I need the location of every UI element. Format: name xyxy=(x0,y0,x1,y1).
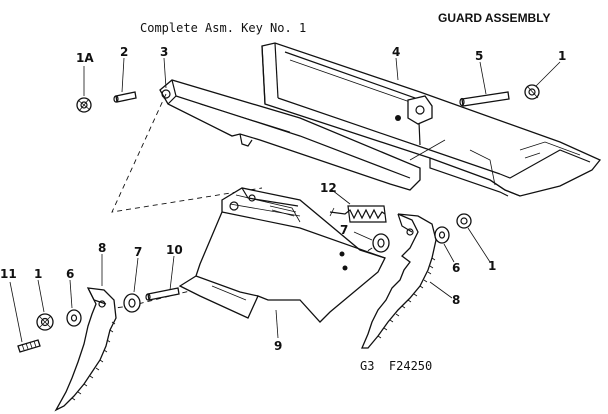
leader-5 xyxy=(479,61,487,95)
leader-7-right xyxy=(353,231,373,241)
pin-2 xyxy=(113,91,137,103)
callout-6-left: 6 xyxy=(66,267,74,281)
leader-6-right xyxy=(443,243,455,263)
alignment-line xyxy=(111,93,263,213)
leader-4 xyxy=(395,57,399,81)
leader-10 xyxy=(169,255,175,291)
callout-2: 2 xyxy=(120,45,128,59)
pin-10 xyxy=(145,287,180,301)
screw-11 xyxy=(17,339,41,353)
washer-6-right xyxy=(434,226,450,244)
leader-11 xyxy=(9,281,23,343)
callout-6-right: 6 xyxy=(452,261,460,275)
callout-8-right: 8 xyxy=(452,293,460,307)
leader-3 xyxy=(163,57,167,89)
pin-5 xyxy=(459,91,510,107)
washer-6-left xyxy=(66,309,82,327)
guard-support-arm xyxy=(159,79,421,191)
callout-12: 12 xyxy=(320,181,337,195)
callout-7-right: 7 xyxy=(340,223,348,237)
callout-5: 5 xyxy=(475,49,483,63)
upper-guard-housing xyxy=(261,42,602,197)
callout-11: 11 xyxy=(0,267,17,281)
blade-guard-8-left xyxy=(54,287,117,412)
spacer-7-right xyxy=(372,233,390,253)
leader-6-left xyxy=(69,279,73,309)
callout-1-left: 1 xyxy=(34,267,42,281)
assembly-title: Complete Asm. Key No. 1 xyxy=(140,21,306,35)
figure-reference: G3 F24250 xyxy=(360,359,432,373)
callout-3: 3 xyxy=(160,45,168,59)
leader-2 xyxy=(121,57,125,93)
blade-guard-8-right xyxy=(361,213,437,349)
callout-4: 4 xyxy=(392,45,400,59)
hub-nut-1-top xyxy=(524,84,540,100)
leader-12 xyxy=(331,189,351,205)
leader-1-right xyxy=(467,227,491,263)
callout-10: 10 xyxy=(166,243,183,257)
hub-nut-1-left xyxy=(36,313,54,331)
spacer-7-left xyxy=(123,293,141,313)
guard-plate-9 xyxy=(178,187,386,323)
callout-1-right: 1 xyxy=(488,259,496,273)
leader-7-left xyxy=(133,257,139,293)
callout-1-top: 1 xyxy=(558,49,566,63)
callout-1a: 1A xyxy=(76,51,94,65)
callout-8-left: 8 xyxy=(98,241,106,255)
leader-9 xyxy=(275,309,279,339)
leader-1-top xyxy=(535,61,561,87)
spring-12 xyxy=(329,205,387,223)
leader-8-right xyxy=(429,281,453,299)
assembly-name: GUARD ASSEMBLY xyxy=(438,11,550,25)
callout-7-left: 7 xyxy=(134,245,142,259)
hub-nut-1a xyxy=(76,97,92,113)
leader-1-left xyxy=(37,279,45,313)
callout-9: 9 xyxy=(274,339,282,353)
hub-nut-1-right xyxy=(456,213,472,229)
